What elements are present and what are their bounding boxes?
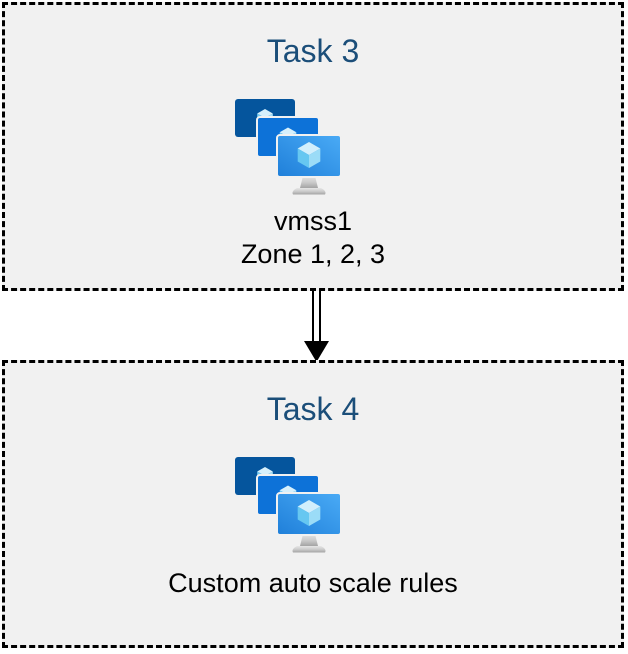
task3-labels: vmss1 Zone 1, 2, 3 <box>241 205 385 271</box>
down-arrow-connector <box>304 289 329 362</box>
task3-title: Task 3 <box>266 33 360 69</box>
vmss-zones-label: Zone 1, 2, 3 <box>240 239 386 269</box>
vm-scale-sets-icon <box>234 456 342 553</box>
task4-labels: Custom auto scale rules <box>168 567 458 600</box>
autoscale-rules-label: Custom auto scale rules <box>168 568 458 598</box>
task3-box: Task 3 vmss1 Zone 1, 2, 3 <box>2 2 624 291</box>
vm-scale-sets-icon <box>234 98 342 195</box>
task4-title: Task 4 <box>266 391 360 427</box>
vmss-name-label: vmss1 <box>273 206 352 236</box>
task4-box: Task 4 Custom auto scale rules <box>2 360 624 648</box>
